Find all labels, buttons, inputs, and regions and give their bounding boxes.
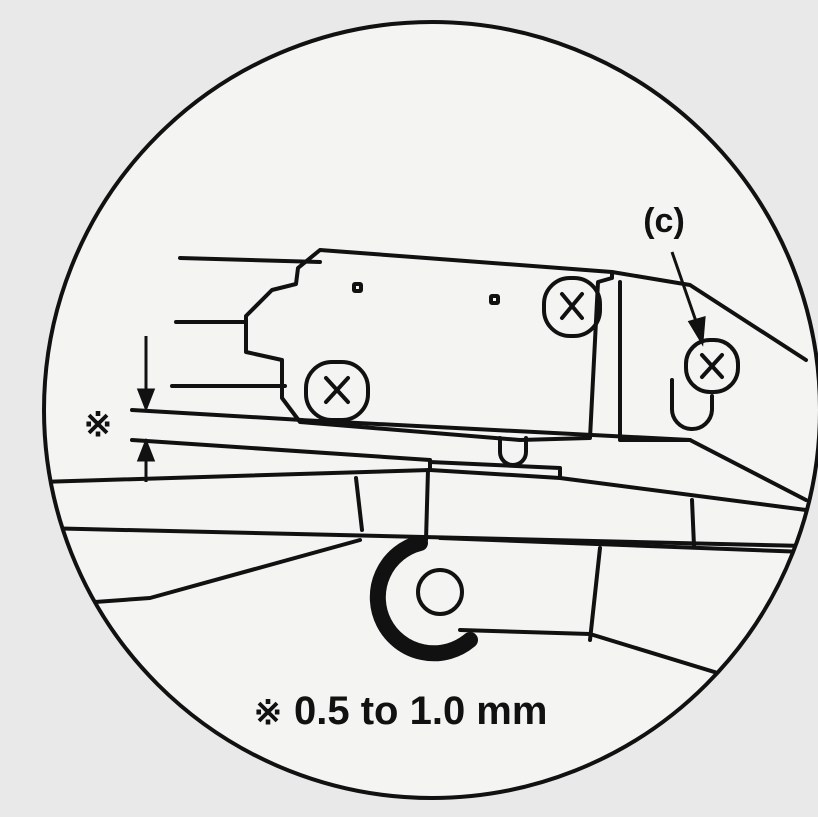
gap-dimension bbox=[136, 336, 156, 482]
note-symbol: ※ bbox=[254, 694, 283, 732]
callout-arrow bbox=[670, 251, 706, 347]
bracket-hole-right bbox=[489, 294, 500, 305]
roller bbox=[369, 535, 478, 662]
magnifier-circle bbox=[42, 20, 818, 800]
callout-label-c: (c) bbox=[643, 202, 685, 240]
screw-upper-right bbox=[542, 276, 602, 338]
screw-c bbox=[669, 338, 740, 432]
wire-lines bbox=[170, 256, 322, 388]
bracket-hole-left bbox=[352, 282, 363, 293]
gap-lines bbox=[130, 408, 692, 462]
switch-bracket bbox=[244, 248, 614, 442]
gap-symbol: ※ bbox=[84, 406, 113, 444]
note-text: 0.5 to 1.0 mm bbox=[294, 689, 547, 733]
